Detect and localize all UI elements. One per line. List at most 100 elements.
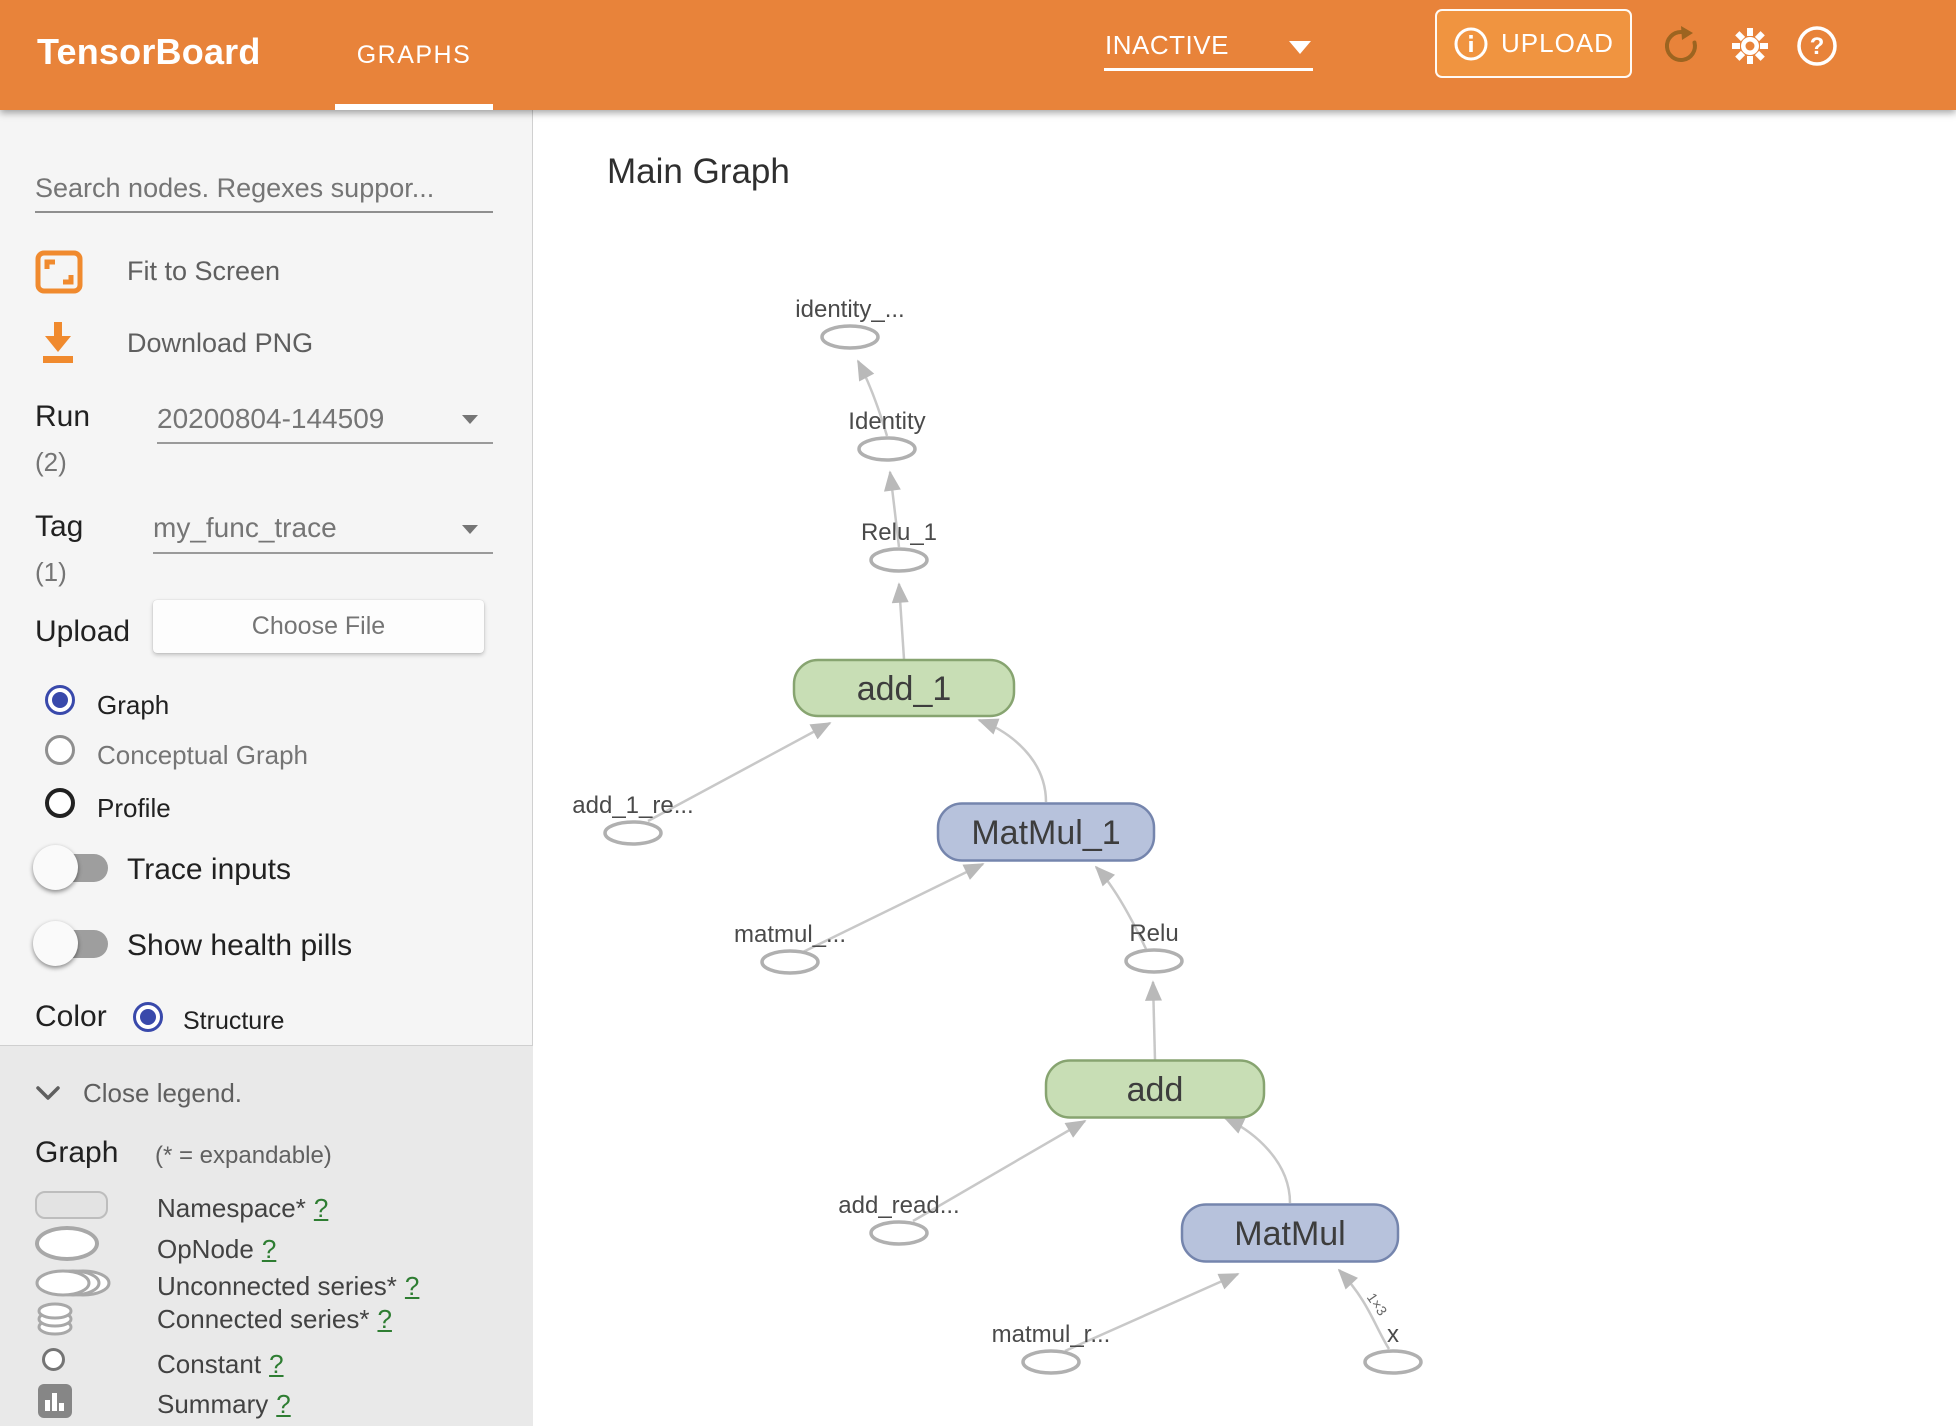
legend-panel: Close legend. Graph (* = expandable) Nam… [0,1045,533,1426]
graph-node-identity_out[interactable] [820,324,880,350]
refresh-icon[interactable] [1660,25,1702,67]
unconnected-series-icon [35,1269,111,1297]
chevron-down-icon[interactable] [36,1086,60,1100]
radio-conceptual-graph[interactable] [45,735,75,765]
run-label: Run [35,400,91,433]
help-link[interactable]: ? [276,1389,291,1419]
help-link[interactable]: ? [313,1193,329,1223]
help-link[interactable]: ? [404,1271,420,1301]
legend-item-connected-series: Connected series*? [157,1304,392,1334]
fit-to-screen-icon[interactable] [35,250,83,294]
radio-profile-label[interactable]: Profile [97,793,171,823]
graph-node-label-Identity: Identity [848,408,925,435]
fit-to-screen-button[interactable]: Fit to Screen [127,256,281,286]
graph-node-Identity[interactable] [857,436,917,462]
tab-active-indicator [335,104,493,110]
graph-edge-Identity-to-identity_out [856,359,889,437]
edge-shape-label: 1×3 [1364,1290,1391,1319]
trace-inputs-toggle[interactable] [33,845,109,891]
legend-item-unconnected-series: Unconnected series*? [157,1271,420,1301]
show-health-pills-toggle[interactable] [33,921,109,967]
graph-node-add_1_read[interactable] [603,820,663,846]
graph-node-label-add_1_read: add_1_re... [572,792,693,819]
tag-select[interactable]: my_func_trace [153,512,337,543]
graph-node-MatMul_1[interactable] [936,802,1156,862]
graph-edge-MatMul-to-add [1223,1116,1292,1204]
run-count: (2) [35,447,67,477]
graph-edge-matmul_read_1-to-MatMul_1 [802,862,985,954]
connected-series-icon [37,1302,73,1336]
close-legend-button[interactable]: Close legend. [83,1078,242,1108]
legend-item-opnode: OpNode? [157,1234,277,1264]
search-input[interactable] [35,165,493,213]
graph-node-label-add: add [1127,1071,1184,1109]
upload-button[interactable]: UPLOAD [1435,9,1632,78]
download-png-button[interactable]: Download PNG [127,328,314,358]
tag-label: Tag [35,510,84,543]
trace-inputs-label[interactable]: Trace inputs [127,853,291,886]
chevron-down-icon[interactable] [462,415,478,424]
graph-node-label-x: x [1387,1321,1399,1348]
toggle-thumb [33,845,78,890]
tag-select-underline [153,552,493,554]
graph-node-Relu[interactable] [1124,948,1184,974]
graph-node-label-Relu: Relu [1129,920,1178,947]
chevron-down-icon[interactable] [462,525,478,534]
run-select[interactable]: 20200804-144509 [157,403,385,434]
radio-graph[interactable] [45,685,75,715]
graph-node-label-MatMul: MatMul [1234,1215,1345,1253]
help-link[interactable]: ? [261,1234,277,1264]
download-icon[interactable] [37,320,79,364]
graph-edge-x-to-MatMul [1337,1268,1391,1350]
graph-node-label-Relu_1: Relu_1 [861,519,937,546]
graph-edge-Relu-to-MatMul_1 [1094,865,1148,950]
graph-node-add[interactable] [1044,1059,1266,1119]
tab-graphs[interactable]: GRAPHS [335,0,493,110]
graph-node-matmul_read[interactable] [1021,1349,1081,1375]
sidebar: Fit to Screen Download PNG Run (2) 20200… [0,110,533,1426]
color-label: Color [35,1000,107,1033]
upload-button-label: UPLOAD [1501,28,1614,58]
app-logo: TensorBoard [37,31,261,72]
chevron-down-icon [1289,41,1311,54]
radio-graph-label[interactable]: Graph [97,690,170,720]
legend-item-constant: Constant? [157,1349,284,1379]
svg-text:?: ? [1810,33,1825,60]
toggle-thumb [33,921,78,966]
choose-file-button[interactable]: Choose File [153,600,484,653]
graph-canvas[interactable]: 1×3identity_...IdentityRelu_1add_1add_1_… [533,110,1956,1426]
graph-node-matmul_read_1[interactable] [760,949,820,975]
graph-node-add_1[interactable] [792,658,1016,718]
radio-conceptual-graph-label[interactable]: Conceptual Graph [97,740,309,770]
graph-node-label-add_1: add_1 [857,670,952,708]
graph-node-label-matmul_read_1: matmul_... [734,921,846,948]
namespace-icon [35,1191,108,1219]
radio-color-structure-label[interactable]: Structure [183,1007,285,1035]
graph-node-label-add_read: add_read... [838,1192,959,1219]
graph-node-add_read[interactable] [869,1220,929,1246]
settings-gear-icon[interactable] [1729,25,1771,67]
legend-item-namespace: Namespace*? [157,1193,329,1223]
help-link[interactable]: ? [269,1349,284,1379]
show-health-pills-label[interactable]: Show health pills [127,929,353,962]
graph-node-MatMul[interactable] [1180,1203,1400,1263]
graph-edge-matmul_read-to-MatMul [1064,1272,1240,1353]
status-underline [1104,68,1313,71]
tab-graphs-label: GRAPHS [356,40,472,69]
radio-profile[interactable] [45,788,75,818]
graph-node-label-matmul_read: matmul_r... [992,1321,1111,1348]
radio-color-structure[interactable] [133,1002,163,1032]
graph-edge-Relu_1-to-Identity [883,470,901,548]
help-icon[interactable]: ? [1796,25,1838,67]
upload-label: Upload [35,615,131,648]
tag-count: (1) [35,557,67,587]
help-link[interactable]: ? [377,1304,392,1334]
status-dropdown-value: INACTIVE [1105,30,1229,60]
legend-heading: Graph [35,1136,119,1169]
status-dropdown[interactable]: INACTIVE [1104,0,1313,110]
graph-node-x[interactable] [1363,1349,1423,1375]
graph-node-Relu_1[interactable] [869,547,929,573]
page-title: Main Graph [607,152,790,191]
opnode-icon [35,1226,99,1261]
